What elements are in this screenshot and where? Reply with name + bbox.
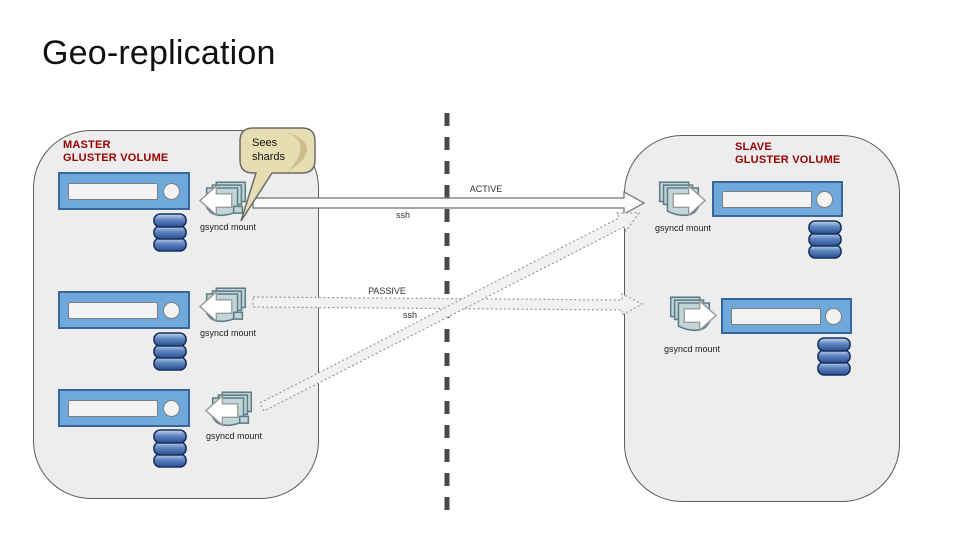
passive-arrow-label: PASSIVE xyxy=(368,286,406,296)
database-icon xyxy=(808,220,842,259)
mount-label: gsyncd mount xyxy=(200,328,257,338)
server-slot xyxy=(722,191,812,208)
mount-label: gsyncd mount xyxy=(200,222,257,232)
mount-label: gsyncd mount xyxy=(664,344,721,354)
gsyncd-mount-icon xyxy=(658,181,707,217)
gsyncd-mount-icon xyxy=(198,181,247,217)
slave-label-line1: SLAVE xyxy=(735,141,772,153)
callout-text: Sees shards xyxy=(252,137,286,163)
server-led xyxy=(816,191,833,208)
mount-label: gsyncd mount xyxy=(206,431,263,441)
server-led xyxy=(163,400,180,417)
crossover-arrow xyxy=(259,212,641,412)
master-label-line1: MASTER xyxy=(63,139,111,151)
gsyncd-mount-icon xyxy=(204,391,253,427)
master-label-line2: GLUSTER VOLUME xyxy=(63,152,169,164)
arrow-right-glyph xyxy=(683,299,718,332)
gsyncd-mount-icon xyxy=(669,296,718,332)
master-server-2 xyxy=(58,291,190,329)
server-slot xyxy=(68,183,158,200)
passive-ssh-label: ssh xyxy=(402,310,417,320)
slave-volume-label: SLAVE GLUSTER VOLUME xyxy=(735,141,840,167)
server-slot xyxy=(731,308,821,325)
slave-label-line2: GLUSTER VOLUME xyxy=(735,154,841,166)
slave-server-1 xyxy=(712,181,843,217)
master-server-3 xyxy=(58,389,190,427)
slide-title: Geo-replication xyxy=(42,34,276,72)
passive-arrow xyxy=(252,293,644,317)
database-icon xyxy=(153,213,187,252)
server-slot xyxy=(68,302,158,319)
master-volume-label: MASTER GLUSTER VOLUME xyxy=(63,139,168,165)
active-arrow-label: ACTIVE xyxy=(469,184,503,194)
master-server-1 xyxy=(58,172,190,210)
active-ssh-label: ssh xyxy=(395,210,410,220)
server-slot xyxy=(68,400,158,417)
server-led xyxy=(163,183,180,200)
arrow-left-glyph xyxy=(198,290,233,323)
server-led xyxy=(825,308,842,325)
mount-label: gsyncd mount xyxy=(655,223,712,233)
arrow-right-glyph xyxy=(672,184,707,217)
server-led xyxy=(163,302,180,319)
database-icon xyxy=(153,332,187,371)
database-icon xyxy=(153,429,187,468)
slave-server-2 xyxy=(721,298,852,334)
database-icon xyxy=(817,337,851,376)
arrow-left-glyph xyxy=(204,394,239,427)
arrow-left-glyph xyxy=(198,184,233,217)
gsyncd-mount-icon xyxy=(198,287,247,323)
